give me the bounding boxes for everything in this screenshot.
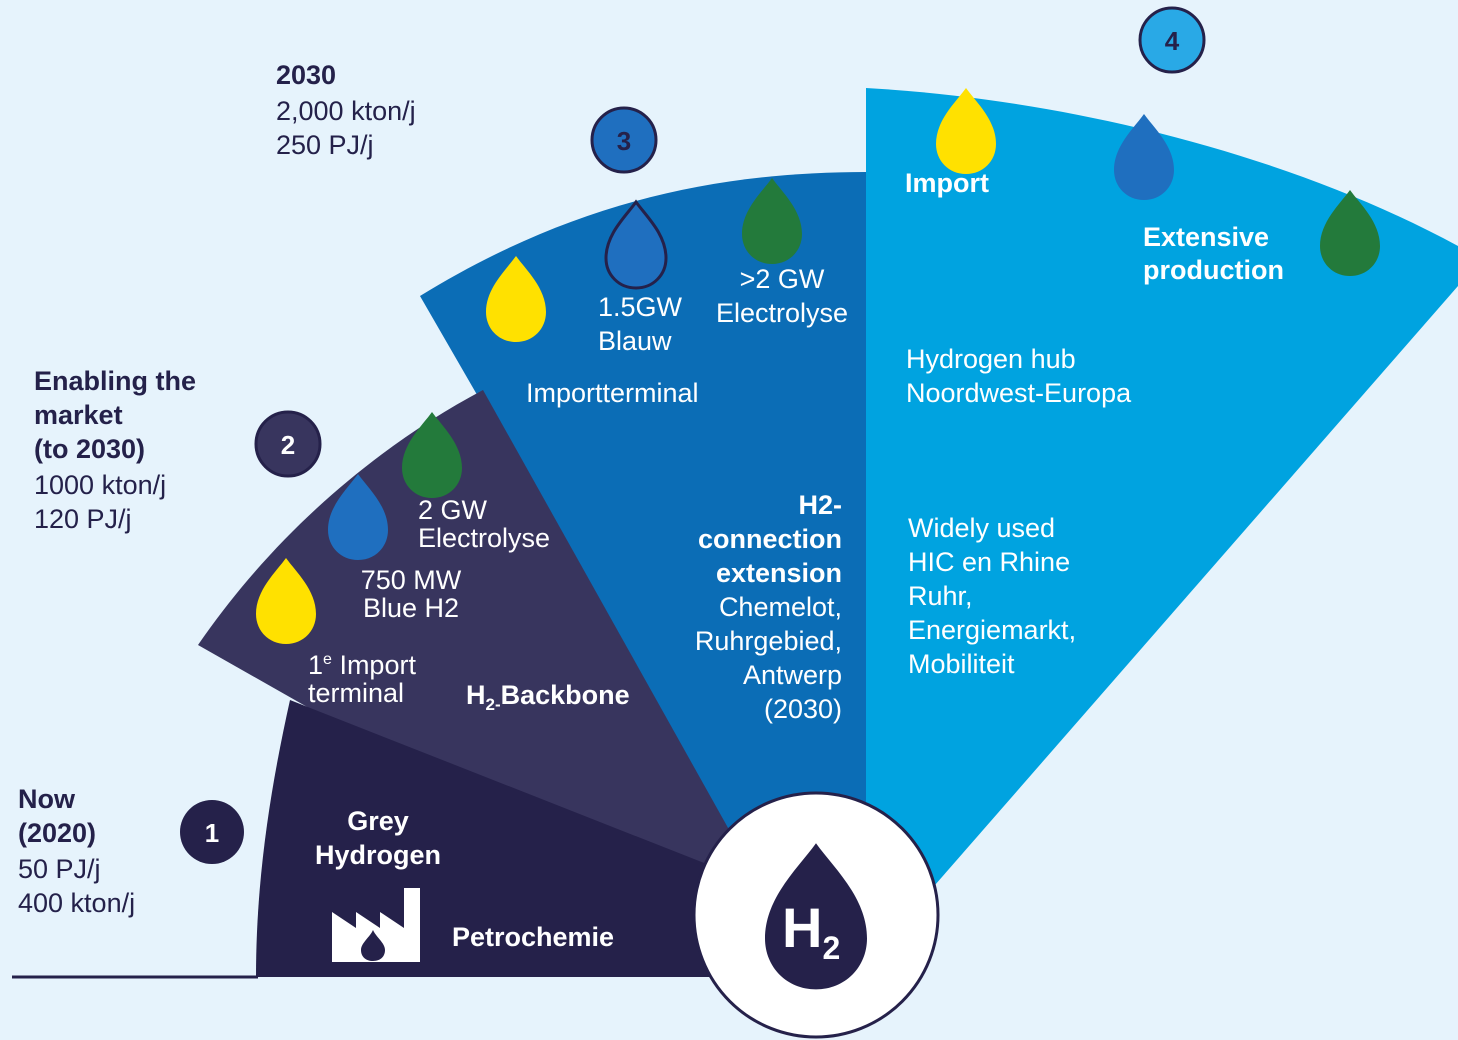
sector-4 [866, 88, 1458, 885]
grey-hydrogen-label: Grey Hydrogen [314, 806, 441, 870]
electrolyse-label: >2 GW Electrolyse [715, 264, 849, 328]
sector-1 [256, 700, 760, 977]
stage-number-2: 2 [254, 410, 322, 478]
stage-1-stats: 50 PJ/j 400 kton/j [18, 854, 136, 918]
h2-backbone-label: H2-Backbone [466, 680, 630, 714]
green-electrolyse-label: 2 GW Electrolyse [418, 495, 551, 553]
petrochemie-label: Petrochemie [452, 922, 615, 952]
svg-text:1: 1 [205, 818, 219, 848]
center-h2-label: H2 [782, 896, 841, 967]
import-label: Import [905, 168, 989, 198]
stage-3-title: 2030 [276, 60, 337, 90]
stage-2-title: Enabling the market (to 2030) [34, 366, 196, 464]
importterminal-label: Importterminal [526, 378, 699, 408]
svg-text:4: 4 [1165, 26, 1180, 56]
svg-text:3: 3 [617, 126, 631, 156]
h2-connection-title: H2- connection extension [697, 490, 842, 588]
blue-h2-label: 750 MW Blue H2 [360, 565, 462, 623]
import-terminal-label: 1e Import terminal [308, 650, 416, 708]
blauw-label: 1.5GW Blauw [598, 292, 683, 356]
stage-3-stats: 2,000 kton/j 250 PJ/j [276, 96, 416, 160]
usage-label: Widely used HIC en Rhine Ruhr, Energiema… [908, 513, 1077, 679]
stage-number-1: 1 [180, 800, 244, 864]
sector-3 [420, 172, 866, 885]
svg-text:2: 2 [281, 430, 295, 460]
stage-1-title: Now (2020) [18, 784, 97, 848]
extensive-production-label: Extensive production [1143, 222, 1284, 285]
stage-number-4: 4 [1138, 6, 1206, 74]
h2-connection-places: Chemelot, Ruhrgebied, Antwerp (2030) [694, 592, 842, 724]
stage-number-3: 3 [590, 106, 658, 174]
stage-2-stats: 1000 kton/j 120 PJ/j [34, 470, 167, 534]
factory-icon [332, 888, 420, 962]
hydrogen-hub-label: Hydrogen hub Noordwest-Europa [906, 344, 1132, 408]
